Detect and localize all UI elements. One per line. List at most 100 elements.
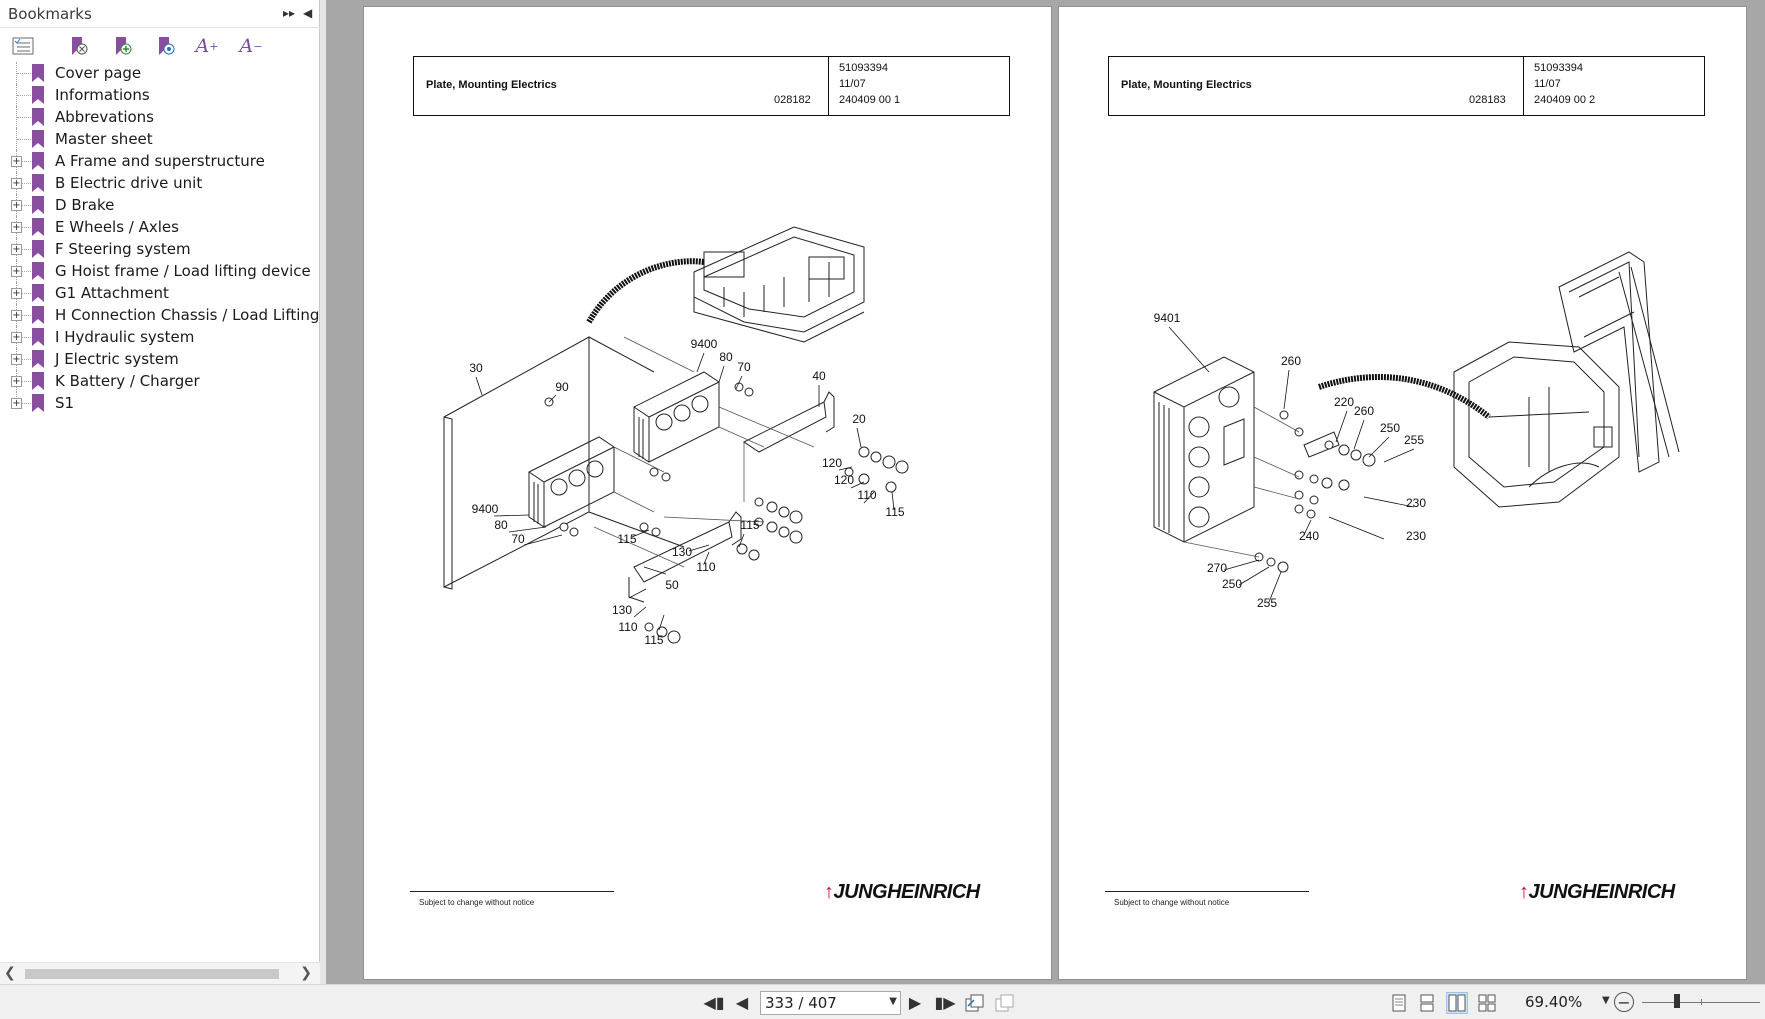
expand-icon[interactable]: + bbox=[11, 332, 22, 343]
horizontal-scrollbar[interactable]: ❮ ❯ bbox=[0, 962, 320, 984]
jungheinrich-logo: ↑JUNGHEINRICH bbox=[824, 881, 980, 904]
bookmark-item[interactable]: Informations bbox=[0, 84, 320, 106]
tree-connector bbox=[16, 392, 17, 403]
callout-number: 90 bbox=[555, 380, 569, 394]
scroll-left-icon[interactable]: ❮ bbox=[4, 965, 16, 981]
zoom-slider-tick bbox=[1701, 999, 1702, 1005]
facing-view-icon[interactable] bbox=[1446, 992, 1468, 1014]
zoom-level[interactable]: 69.40% bbox=[1525, 993, 1583, 1011]
footer-rule bbox=[1105, 891, 1309, 892]
tree-connector bbox=[16, 62, 17, 84]
bookmark-icon bbox=[32, 284, 44, 302]
callout-number: 20 bbox=[852, 412, 866, 426]
bookmark-item[interactable]: + I Hydraulic system bbox=[0, 326, 320, 348]
zoom-dropdown-icon[interactable]: ▼ bbox=[1602, 995, 1610, 1006]
tree-connector bbox=[17, 139, 31, 140]
add-bookmark-icon[interactable] bbox=[109, 33, 135, 59]
bookmark-item[interactable]: + K Battery / Charger bbox=[0, 370, 320, 392]
bookmark-item[interactable]: + S1 bbox=[0, 392, 320, 414]
bookmark-label: J Electric system bbox=[55, 350, 179, 368]
bookmark-item[interactable]: Abbrevations bbox=[0, 106, 320, 128]
panel-options-icon[interactable]: ▸▸ bbox=[283, 6, 296, 20]
expand-icon[interactable]: + bbox=[11, 398, 22, 409]
callout-number: 120 bbox=[834, 473, 854, 487]
expand-icon[interactable]: + bbox=[11, 376, 22, 387]
page-selector[interactable]: ▼ bbox=[760, 991, 901, 1015]
bookmark-item[interactable]: +B Electric drive unit bbox=[0, 172, 320, 194]
bookmark-label: D Brake bbox=[55, 196, 115, 214]
bookmark-item[interactable]: +F Steering system bbox=[0, 238, 320, 260]
truck-frame-illustration bbox=[1453, 251, 1680, 508]
tree-connector bbox=[17, 381, 31, 382]
bookmark-item[interactable]: +G Hoist frame / Load lifting device bbox=[0, 260, 320, 282]
bookmark-label: S1 bbox=[55, 394, 75, 412]
bookmark-label: H Connection Chassis / Load Lifting Devi bbox=[55, 306, 320, 324]
expand-icon[interactable]: + bbox=[11, 244, 22, 255]
bookmark-item[interactable]: +E Wheels / Axles bbox=[0, 216, 320, 238]
tree-connector bbox=[17, 73, 31, 74]
expand-icon[interactable]: + bbox=[11, 200, 22, 211]
expand-icon[interactable]: + bbox=[11, 354, 22, 365]
delete-bookmark-icon[interactable] bbox=[65, 33, 91, 59]
first-page-icon[interactable]: ◀▮ bbox=[703, 993, 725, 1012]
bookmark-item[interactable]: + H Connection Chassis / Load Lifting Dev… bbox=[0, 304, 320, 326]
callout-number: 80 bbox=[494, 518, 508, 532]
expand-icon[interactable]: + bbox=[11, 266, 22, 277]
next-page-icon[interactable]: ▶ bbox=[908, 993, 922, 1012]
bookmark-label: K Battery / Charger bbox=[55, 372, 200, 390]
fasteners-illustration bbox=[1254, 410, 1376, 573]
bookmark-item[interactable]: +G1 Attachment bbox=[0, 282, 320, 304]
page-dropdown-icon[interactable]: ▼ bbox=[889, 996, 897, 1007]
bookmark-item[interactable]: Master sheet bbox=[0, 128, 320, 150]
page-number-input[interactable] bbox=[761, 992, 885, 1014]
collapse-panel-icon[interactable]: ◀ bbox=[303, 6, 313, 20]
zoom-out-icon[interactable]: − bbox=[1614, 992, 1634, 1012]
decrease-font-icon[interactable]: A− bbox=[239, 35, 263, 57]
tree-connector bbox=[17, 403, 31, 404]
bookmark-label: Informations bbox=[55, 86, 150, 104]
previous-view-icon[interactable] bbox=[964, 992, 986, 1014]
callout-number: 220 bbox=[1334, 395, 1354, 409]
title-block: Plate, Mounting Electrics 028182 5109339… bbox=[413, 56, 1010, 116]
drive-housing-illustration bbox=[693, 226, 865, 343]
expand-icon[interactable]: + bbox=[11, 156, 22, 167]
title-block: Plate, Mounting Electrics 028183 5109339… bbox=[1108, 56, 1705, 116]
zoom-slider-thumb[interactable] bbox=[1674, 994, 1681, 1008]
drawing-code: 028182 bbox=[774, 94, 811, 106]
footer-note: Subject to change without notice bbox=[1114, 898, 1230, 907]
expand-icon[interactable]: + bbox=[11, 310, 22, 321]
expand-icon[interactable]: + bbox=[11, 178, 22, 189]
continuous-facing-view-icon[interactable] bbox=[1476, 992, 1498, 1014]
panel-splitter[interactable] bbox=[320, 0, 326, 984]
part-number: 51093394 bbox=[1534, 62, 1583, 74]
callout-number: 230 bbox=[1406, 496, 1426, 510]
bookmark-item[interactable]: Cover page bbox=[0, 62, 320, 84]
continuous-view-icon[interactable] bbox=[1416, 992, 1438, 1014]
bookmark-label: A Frame and superstructure bbox=[55, 152, 265, 170]
previous-page-icon[interactable]: ◀ bbox=[735, 993, 749, 1012]
callout-number: 9400 bbox=[472, 502, 499, 516]
page-right: Plate, Mounting Electrics 028183 5109339… bbox=[1058, 6, 1747, 980]
tree-connector bbox=[17, 271, 31, 272]
tree-connector bbox=[17, 95, 31, 96]
fasteners-illustration bbox=[544, 382, 909, 644]
callout-number: 115 bbox=[740, 518, 759, 532]
scroll-right-icon[interactable]: ❯ bbox=[300, 965, 312, 981]
scrollbar-thumb[interactable] bbox=[25, 969, 279, 979]
expand-icon[interactable]: + bbox=[11, 288, 22, 299]
bookmark-item[interactable]: + A Frame and superstructure bbox=[0, 150, 320, 172]
increase-font-icon[interactable]: A+ bbox=[195, 35, 219, 57]
bookmark-list-icon[interactable] bbox=[10, 33, 36, 59]
bookmark-item[interactable]: + D Brake bbox=[0, 194, 320, 216]
bookmark-icon bbox=[32, 240, 44, 258]
next-view-icon[interactable] bbox=[994, 992, 1016, 1014]
tree-connector bbox=[17, 293, 31, 294]
document-viewer[interactable]: Plate, Mounting Electrics 028182 5109339… bbox=[326, 0, 1765, 984]
bookmark-properties-icon[interactable] bbox=[152, 33, 178, 59]
bookmark-item[interactable]: + J Electric system bbox=[0, 348, 320, 370]
bookmark-label: I Hydraulic system bbox=[55, 328, 195, 346]
single-page-view-icon[interactable] bbox=[1388, 992, 1410, 1014]
expand-icon[interactable]: + bbox=[11, 222, 22, 233]
last-page-icon[interactable]: ▮▶ bbox=[934, 993, 956, 1012]
